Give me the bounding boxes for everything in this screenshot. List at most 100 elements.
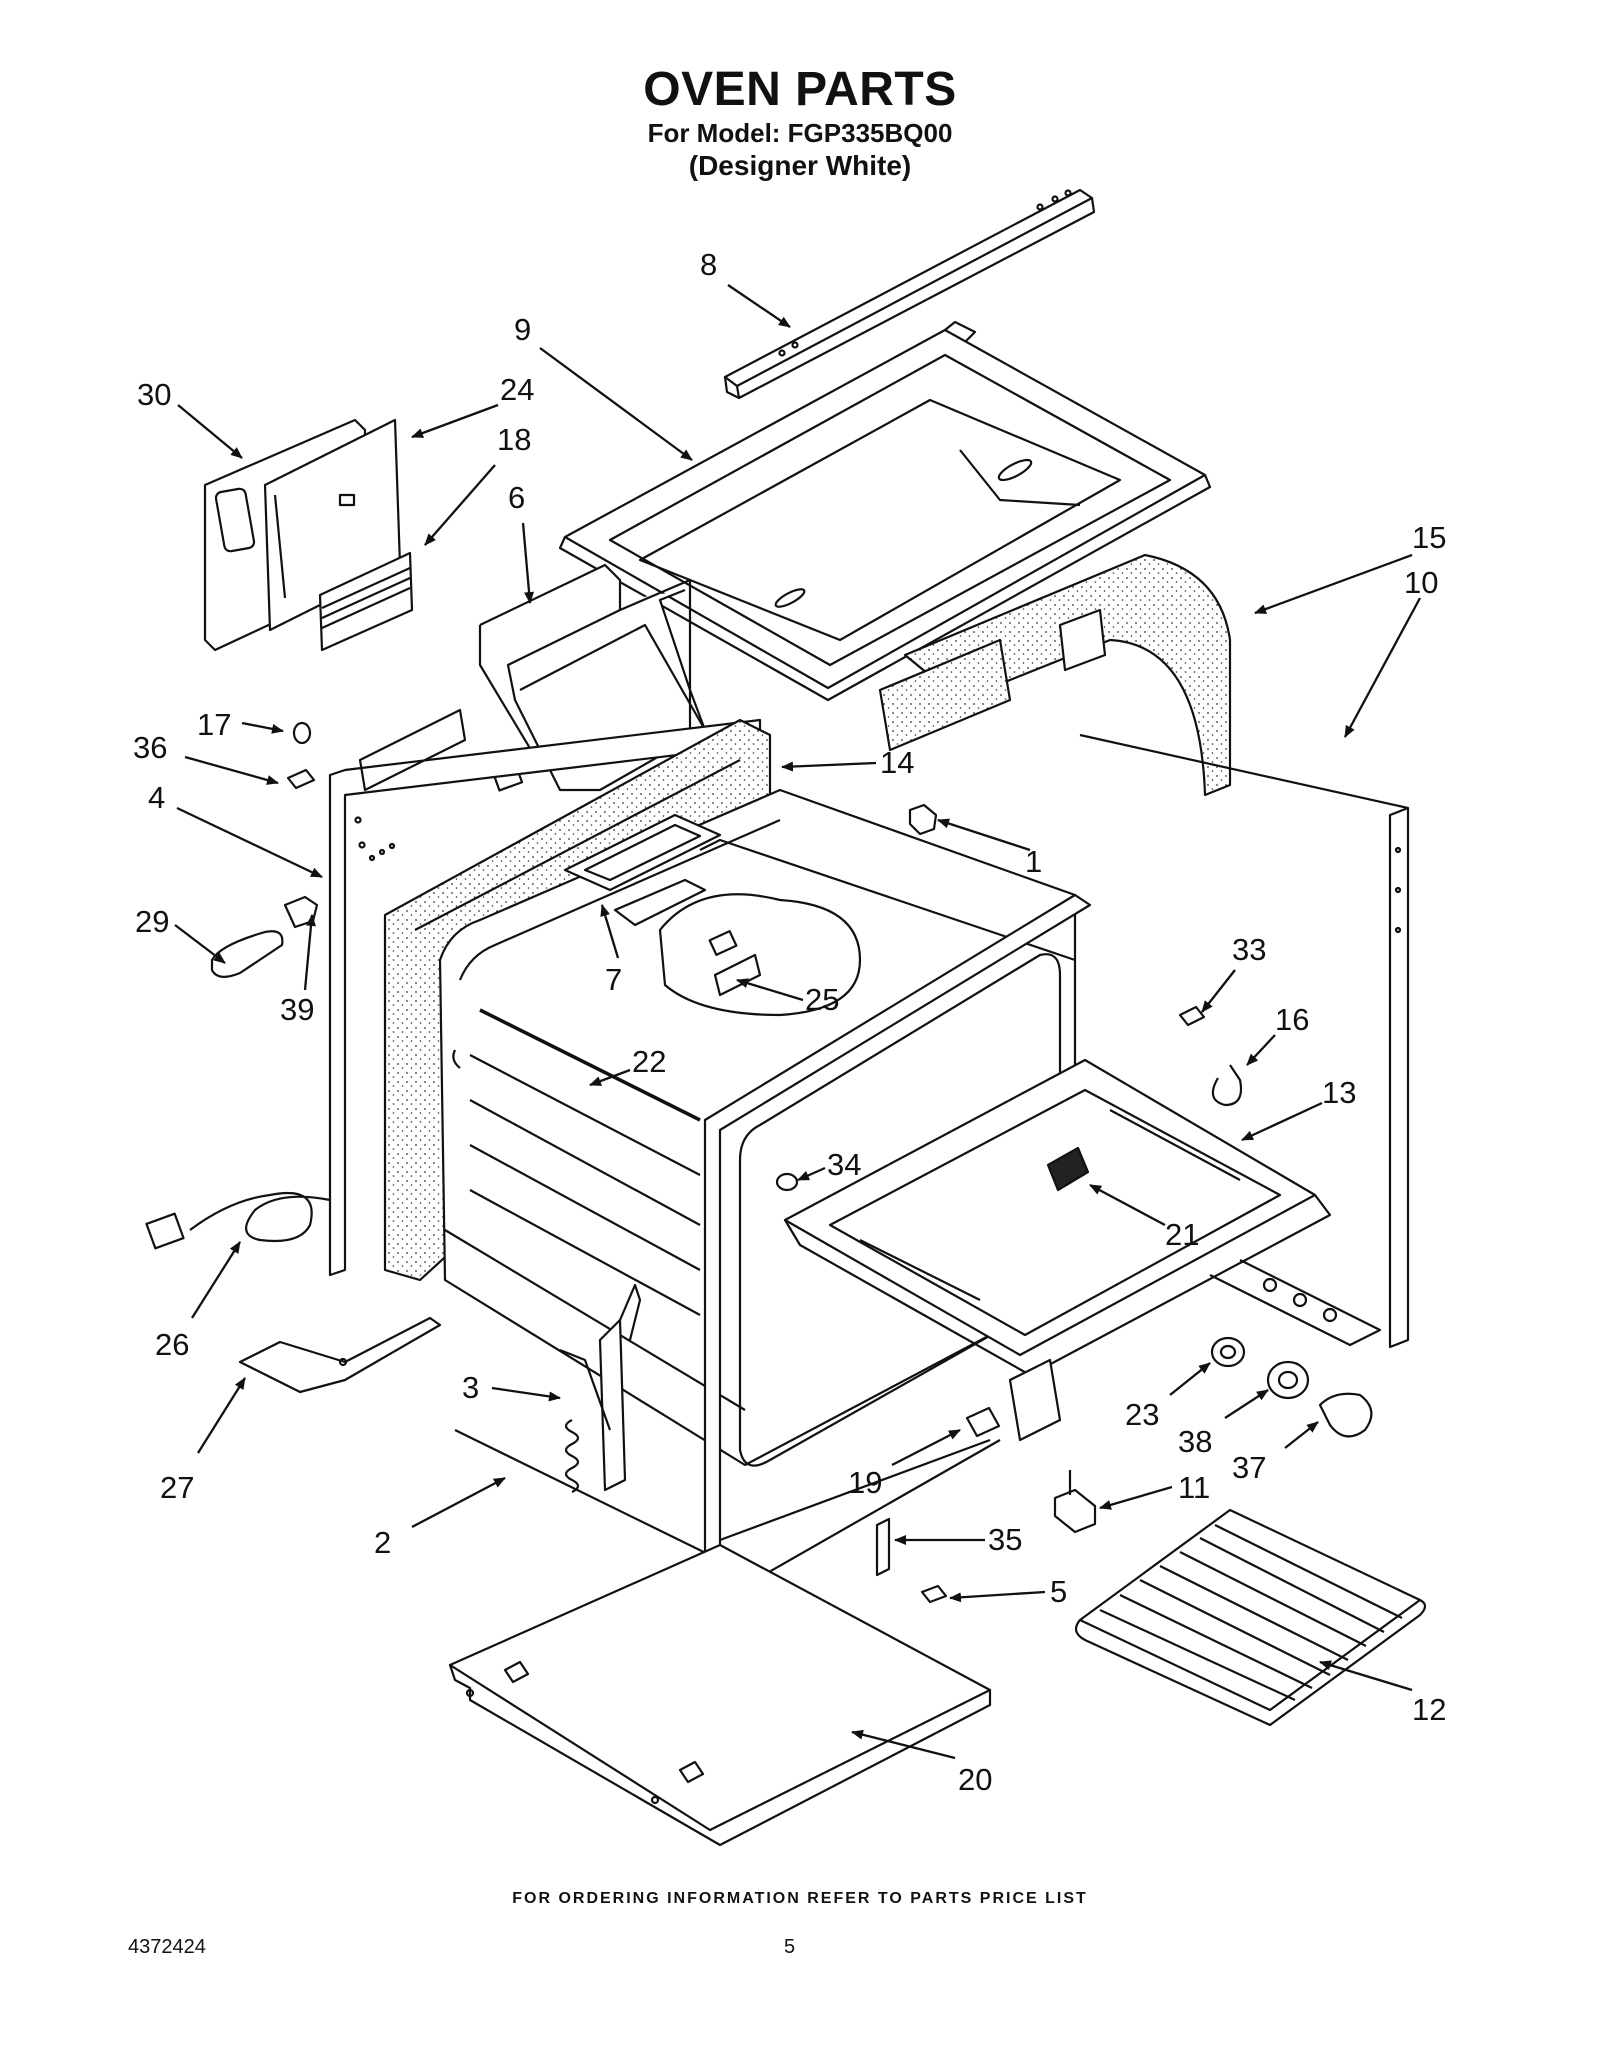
callout-29: 29 — [135, 904, 169, 939]
leader-19 — [891, 1428, 961, 1467]
leader-4 — [176, 806, 323, 879]
callout-8: 8 — [700, 247, 717, 282]
ordering-note: FOR ORDERING INFORMATION REFER TO PARTS … — [512, 1890, 1088, 1907]
part-vent-frames — [563, 813, 722, 927]
leader-37 — [1284, 1421, 1319, 1449]
part-door-hinge-spring — [559, 1283, 642, 1493]
leader-11 — [1099, 1485, 1173, 1510]
leader-5 — [949, 1590, 1046, 1603]
leader-13 — [1241, 1101, 1323, 1142]
callout-39: 39 — [280, 992, 314, 1027]
part-left-side-panel — [328, 708, 762, 1277]
part-right-side-panel — [1079, 733, 1410, 1349]
leader-17 — [241, 721, 284, 734]
part-broiler-lower-frame — [1008, 1259, 1382, 1442]
leader-10 — [1343, 597, 1422, 738]
part-17-clip — [292, 721, 312, 745]
callout-7: 7 — [605, 962, 622, 997]
part-23-knob — [1210, 1336, 1246, 1368]
part-35-bracket — [875, 1517, 891, 1577]
callout-30: 30 — [137, 377, 171, 412]
part-small-plate — [1046, 1146, 1090, 1192]
callout-25: 25 — [805, 982, 839, 1017]
callout-21: 21 — [1165, 1217, 1199, 1252]
part-floor-bracket — [238, 1316, 442, 1394]
leader-8 — [727, 284, 791, 328]
part-11-leveler — [1053, 1470, 1097, 1534]
callout-19: 19 — [848, 1465, 882, 1500]
leader-16 — [1246, 1034, 1276, 1066]
part-top-rail — [723, 188, 1096, 400]
leader-2 — [411, 1476, 506, 1529]
leader-12 — [1319, 1660, 1413, 1692]
leader-34 — [797, 1166, 826, 1182]
callout-38: 38 — [1178, 1424, 1212, 1459]
callout-26: 26 — [155, 1327, 189, 1362]
leader-24 — [411, 403, 499, 439]
callout-5: 5 — [1050, 1574, 1067, 1609]
callout-6: 6 — [508, 480, 525, 515]
callout-22: 22 — [632, 1044, 666, 1079]
callout-3: 3 — [462, 1370, 479, 1405]
callout-33: 33 — [1232, 932, 1266, 967]
part-16-hook — [1211, 1064, 1243, 1107]
callout-34: 34 — [827, 1147, 861, 1182]
callout-24: 24 — [500, 372, 534, 407]
callout-2: 2 — [374, 1525, 391, 1560]
part-29-handle — [210, 930, 284, 978]
leader-33 — [1201, 969, 1236, 1013]
callout-9: 9 — [514, 312, 531, 347]
callout-36: 36 — [133, 730, 167, 765]
callout-10: 10 — [1404, 565, 1438, 600]
callout-12: 12 — [1412, 1692, 1446, 1727]
part-5-screw — [920, 1584, 948, 1604]
leader-18 — [424, 464, 496, 546]
callout-13: 13 — [1322, 1075, 1356, 1110]
leader-14 — [781, 761, 877, 772]
callout-4: 4 — [148, 780, 165, 815]
model-subtitle: For Model: FGP335BQ00 — [647, 118, 953, 148]
leader-26 — [191, 1241, 241, 1319]
leader-29 — [174, 924, 226, 964]
callout-27: 27 — [160, 1470, 194, 1505]
leader-25 — [736, 978, 804, 1002]
leader-3 — [491, 1386, 561, 1402]
part-broiler-pan — [783, 1058, 1332, 1377]
callout-20: 20 — [958, 1762, 992, 1797]
callout-37: 37 — [1232, 1450, 1266, 1485]
leader-15 — [1254, 553, 1413, 615]
document-number: 4372424 — [128, 1936, 206, 1958]
part-19-bracket — [965, 1406, 1001, 1438]
callout-23: 23 — [1125, 1397, 1159, 1432]
callout-14: 14 — [880, 745, 914, 780]
leader-20 — [851, 1729, 956, 1760]
leader-23 — [1169, 1362, 1211, 1396]
part-bottom-panel — [448, 1543, 992, 1847]
callout-1: 1 — [1025, 844, 1042, 879]
leader-6 — [521, 522, 535, 604]
callout-35: 35 — [988, 1522, 1022, 1557]
callout-11: 11 — [1178, 1470, 1210, 1505]
part-1-fastener — [908, 803, 938, 836]
callout-18: 18 — [497, 422, 531, 457]
callout-15: 15 — [1412, 520, 1446, 555]
page-number: 5 — [784, 1936, 796, 1958]
leader-1 — [937, 818, 1031, 852]
page-title: OVEN PARTS — [643, 63, 957, 116]
leader-27 — [197, 1377, 246, 1454]
leader-30 — [177, 404, 243, 459]
part-37-bulb — [1318, 1392, 1373, 1438]
leader-39 — [303, 914, 316, 991]
leader-22 — [589, 1068, 631, 1087]
color-subtitle: (Designer White) — [688, 150, 912, 181]
leader-9 — [539, 347, 693, 461]
part-33-pin — [1178, 1005, 1206, 1027]
part-insulation-top — [878, 553, 1232, 797]
part-top-frame — [558, 320, 1212, 702]
callout-17: 17 — [197, 707, 231, 742]
leader-7 — [600, 904, 620, 959]
part-oven-rack — [1074, 1508, 1427, 1727]
part-cavity-left-wall — [452, 1008, 701, 1316]
leader-38 — [1224, 1389, 1269, 1419]
